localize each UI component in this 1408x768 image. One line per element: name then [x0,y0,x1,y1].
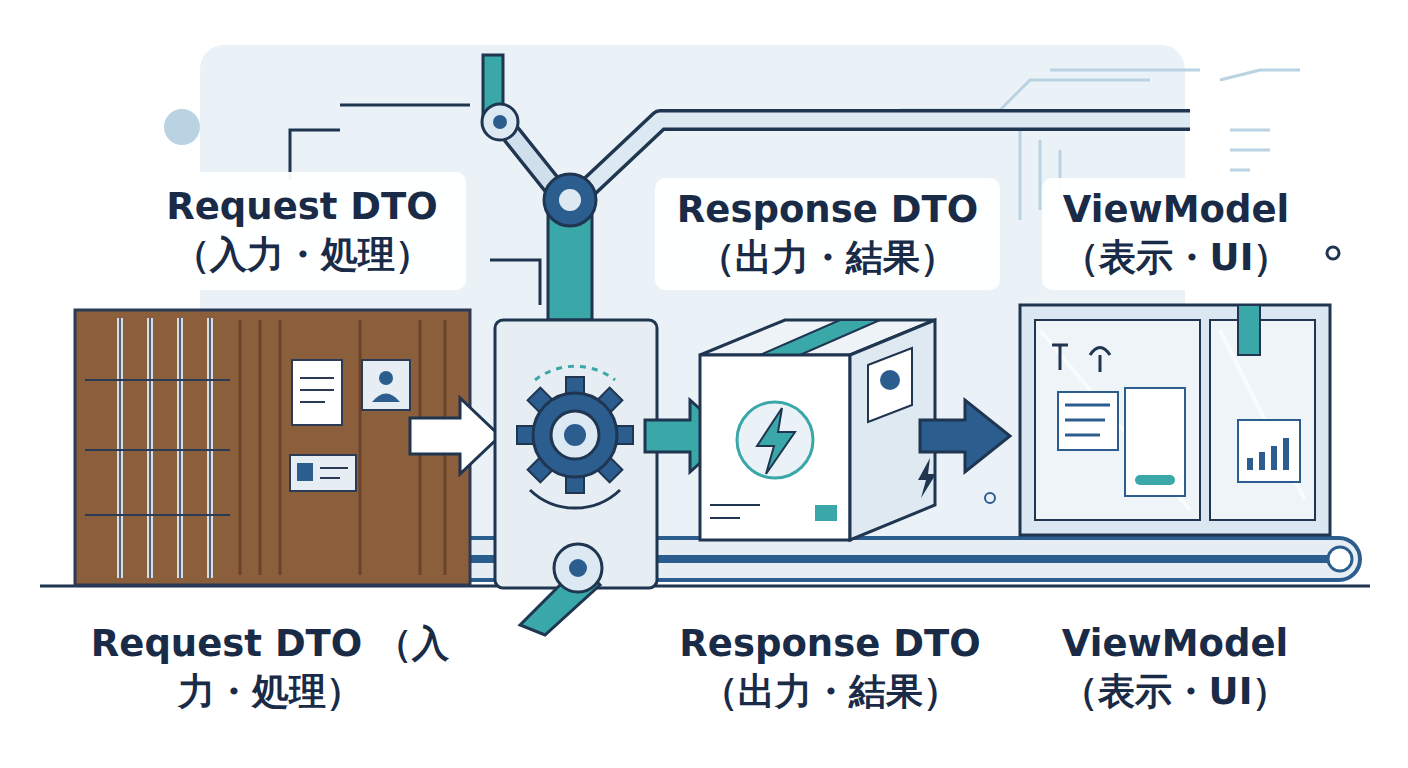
joint [544,174,596,226]
stage-label: Request DTO （入力・処理） [90,612,450,724]
flow-arrow [410,398,500,474]
joint [559,189,581,211]
ui-form [1125,388,1185,496]
case-tape [1238,305,1260,355]
label-box: Response DTO （出力・結果） [655,178,1000,290]
glass-pane [1035,320,1200,520]
id-lines [320,468,348,478]
box-document [868,348,912,422]
deco-circuit [900,70,1300,110]
ui-list [1058,392,1118,450]
person-head [379,371,393,385]
background [40,45,1370,586]
label-box: Request DTO （入力・処理） [138,172,466,290]
flow-arrow [920,400,1010,472]
gear-teeth [517,377,633,493]
gear-axle [564,424,586,446]
pie-icon [880,370,900,390]
case-frame [1020,305,1330,535]
joint [482,104,518,140]
glass-shine [1040,330,1305,510]
stage-label: Response DTO （出力・結果） [640,612,1020,724]
lever-joint [569,559,587,577]
box-label-lines [710,505,760,518]
parcel-box [700,320,936,540]
gear-wheel [533,393,617,477]
ui-button [1135,475,1175,485]
gear-hub [551,411,599,459]
bolt-icon [918,458,936,498]
door-bar [120,318,210,578]
door-rail [85,380,230,515]
processing-machine [495,320,657,635]
display-case [1020,305,1330,535]
document-lines [300,378,334,402]
motion-arc [530,490,620,508]
gear [517,377,633,493]
id-card-icon [290,455,356,491]
box-front [700,355,850,540]
deco-line [490,260,540,305]
fragile-icons [1052,345,1110,372]
person-icon [362,360,410,410]
bolt-badge [737,402,813,478]
motion-arc [535,366,615,380]
chart-bars [1250,438,1286,470]
roller [1328,547,1352,571]
bolt-icon [757,408,795,474]
box-sticker [815,505,837,521]
door-bar [120,318,210,578]
deco-line [340,104,470,107]
node-title: Response DTO （出力・結果） [655,186,1000,282]
document-icon [292,360,342,425]
deco-dot [985,493,995,503]
stage-label: ViewModel （表示・UI） [1030,612,1320,724]
ui-chart [1238,420,1300,482]
deco-lines [1230,130,1270,170]
id-photo [297,463,313,481]
node-title: Request DTO （入力・処理） [138,183,466,279]
lever-joint [554,544,602,592]
label-box: ViewModel （表示・UI） [1042,178,1310,290]
deco-dot [1327,247,1339,259]
deco-dot [164,109,200,145]
joint [493,115,507,129]
ui-list-rows [1065,405,1110,435]
person-body [372,394,400,403]
node-title: ViewModel （表示・UI） [1042,186,1310,282]
